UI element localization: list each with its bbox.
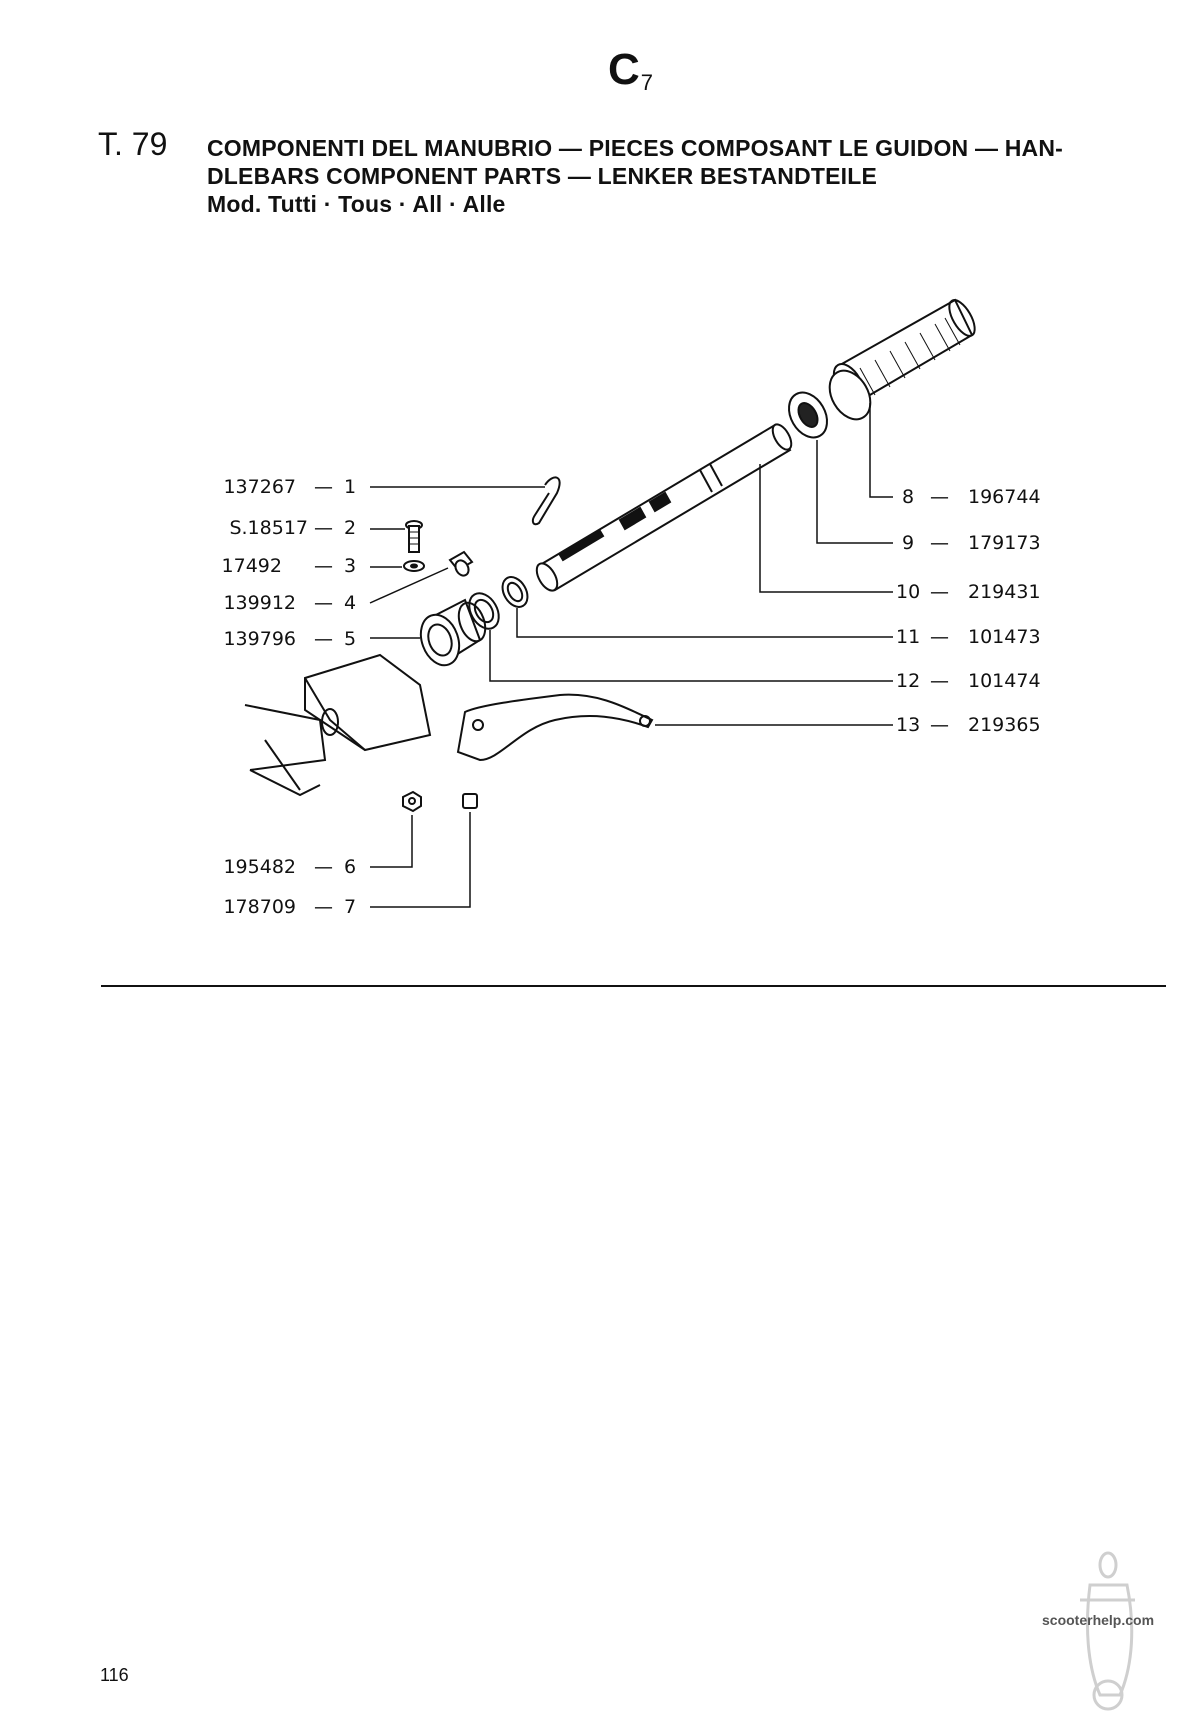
table-id: T. 79 — [98, 126, 168, 162]
part-code-2: S.18517 — [229, 517, 308, 539]
part-ref-2: 2 — [344, 517, 357, 539]
part-ref-9: 9 — [902, 532, 915, 554]
part-ref-8: 8 — [902, 486, 915, 508]
title-block: COMPONENTI DEL MANUBRIO — PIECES COMPOSA… — [207, 134, 1167, 218]
scooter-watermark-icon — [1080, 1551, 1135, 1711]
part-code-13: 219365 — [968, 714, 1041, 736]
part-ref-4: 4 — [344, 592, 357, 614]
washer-11-drawing — [501, 576, 529, 608]
pin-drawing — [462, 793, 478, 809]
part-code-7: 178709 — [223, 896, 296, 918]
title-line-1: COMPONENTI DEL MANUBRIO — PIECES COMPOSA… — [207, 135, 1064, 161]
title-line-2: DLEBARS COMPONENT PARTS — LENKER BESTAND… — [207, 163, 878, 189]
throttle-tube-drawing — [535, 423, 793, 592]
part-code-10: 219431 — [968, 581, 1041, 603]
part-ref-10: 10 — [896, 581, 921, 603]
part-ref-11: 11 — [896, 626, 921, 648]
part-code-3: 17492 — [221, 555, 282, 577]
section-letter: C — [608, 45, 640, 94]
separator-rule — [101, 985, 1166, 987]
part-ref-12: 12 — [896, 670, 921, 692]
part-code-9: 179173 — [968, 532, 1041, 554]
part-code-4: 139912 — [223, 592, 296, 614]
section-code: C7 — [608, 48, 653, 94]
screw-drawing — [405, 520, 423, 553]
part-code-1: 137267 — [223, 476, 296, 498]
page-number: 116 — [100, 1665, 129, 1685]
part-code-6: 195482 — [223, 856, 296, 878]
adjuster-drawing — [448, 550, 474, 577]
leader-lines — [369, 403, 893, 908]
nut-drawing — [402, 790, 422, 813]
watermark-text: scooterhelp.com — [1042, 1612, 1155, 1628]
lever-drawing — [456, 693, 654, 762]
part-ref-3: 3 — [344, 555, 357, 577]
models-line: Mod. Tutti · Tous · All · Alle — [207, 191, 506, 217]
part-ref-7: 7 — [344, 896, 357, 918]
part-ref-5: 5 — [344, 628, 357, 650]
part-code-8: 196744 — [968, 486, 1041, 508]
part-ref-6: 6 — [344, 856, 357, 878]
pulley-drawing — [419, 598, 487, 667]
bearing-drawing — [788, 391, 828, 439]
part-ref-13: 13 — [896, 714, 921, 736]
section-subscript: 7 — [640, 70, 654, 95]
part-code-11: 101473 — [968, 626, 1041, 648]
clip-drawing — [531, 476, 561, 526]
washer-12-drawing — [468, 592, 500, 630]
grip-drawing — [828, 298, 976, 421]
handlebar-housing-drawing — [244, 653, 432, 797]
part-code-5: 139796 — [223, 628, 296, 650]
part-ref-1: 1 — [344, 476, 357, 498]
washer-3-drawing — [403, 560, 425, 572]
part-code-12: 101474 — [968, 670, 1041, 692]
